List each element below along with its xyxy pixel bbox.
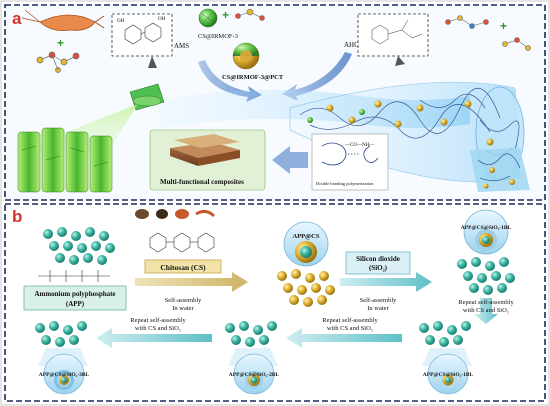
self-assembly-2-line2: In water	[367, 305, 389, 312]
app-cs-bubble-label: APP@CS	[293, 233, 320, 240]
flow-arrow-right	[282, 52, 352, 101]
foam-fragment	[470, 148, 530, 192]
chitosan-structure	[149, 232, 215, 253]
app-particle-cluster	[43, 227, 115, 265]
ams-label: AMS	[174, 42, 189, 50]
teal-cluster-right	[457, 257, 515, 295]
hbond-formula: —CO—NH—	[344, 143, 375, 148]
bubble-2bl	[233, 353, 275, 395]
self-assembly-arrow-2	[340, 272, 432, 292]
to-composite-arrow	[272, 146, 308, 174]
self-assembly-arrow-1	[135, 272, 248, 292]
repeat-right-line1: Repeat self-assembly	[458, 299, 514, 306]
hbond-box	[311, 133, 389, 191]
silicon-label-line2: (SiO₂)	[369, 264, 388, 272]
chitosan-label-box	[144, 259, 222, 274]
app-cs-bubble	[283, 221, 329, 267]
self-assembly-1-line1: Self-assembly	[165, 297, 203, 304]
shrimp-icon	[21, 9, 105, 32]
bubble-3bl	[43, 353, 85, 395]
panel-b: b Ammonium polyphosphate (APP)	[4, 203, 546, 402]
panel-a: a + OH OH AMS	[4, 4, 546, 201]
app-label-line2: (APP)	[66, 300, 85, 308]
teal-cluster-bottom-right	[419, 321, 471, 347]
funnel-particles	[307, 100, 494, 146]
ahc-arrow	[395, 56, 405, 66]
down-arrow-right	[474, 298, 498, 324]
plus-sign-1: +	[57, 36, 64, 50]
bubble-bottom-mid-label: APP@CS@SiO₂-2BL	[229, 372, 280, 378]
silicon-label-box	[345, 251, 411, 275]
phosphorus-molecule-top	[235, 8, 265, 21]
hbond-molecule-sketch	[321, 142, 379, 166]
self-assembly-2-line1: Self-assembly	[360, 297, 398, 304]
repeat-bottom-left-line2: with CS and SiO₂	[135, 325, 181, 332]
repeat-right-line2: with CS and SiO₂	[463, 307, 509, 314]
app-structure	[38, 270, 110, 282]
repeat-bottom-left-line1: Repeat self-assembly	[130, 317, 186, 324]
core-shell-label: CS@IRMOF-3@PCT	[222, 74, 284, 81]
hbond-label: Double bonding polymerization	[316, 181, 374, 186]
app-label-line1: Ammonium polyphosphate	[34, 290, 115, 298]
teal-cluster-bottom-mid	[225, 321, 277, 347]
plus-sign-2: +	[222, 8, 229, 22]
ams-structure-drawing	[124, 22, 162, 45]
molecule-cluster-left	[36, 51, 80, 73]
bubble-bottom-right-label: APP@CS@SiO₂-1BL	[423, 372, 474, 378]
cs-irmof3-particle	[198, 8, 218, 28]
bubble-1bl-top	[463, 209, 509, 255]
panel-a-letter: a	[12, 9, 22, 28]
panel-b-letter: b	[12, 207, 22, 226]
gold-particle-cluster	[277, 269, 335, 307]
ams-structure-box	[111, 13, 173, 57]
ahc-label: AHC	[344, 41, 359, 49]
composite-board-icon	[170, 134, 240, 166]
oh-label-1: OH	[117, 19, 125, 24]
repeat-bottom-mid-line2: with CS and SiO₂	[327, 325, 373, 332]
ahc-structure-box	[357, 13, 429, 57]
core-shell-particle	[232, 42, 260, 70]
repeat-bottom-mid-line1: Repeat self-assembly	[322, 317, 378, 324]
cs-irmof3-label: CS@IRMOF-3	[198, 33, 238, 40]
chitosan-label: Chitosan (CS)	[160, 263, 206, 272]
ams-arrow	[148, 56, 157, 68]
bubble-1bl-bottom	[427, 353, 469, 395]
bubble-bottom-left-label: APP@CS@SiO₂-3BL	[39, 372, 90, 378]
app-label-box	[23, 285, 127, 311]
self-assembly-1-line2: In water	[172, 305, 194, 312]
plus-sign-3: +	[500, 19, 507, 33]
molecule-cluster-right	[445, 15, 531, 51]
ahc-structure-drawing	[371, 19, 423, 45]
silicon-label-line1: Silicon dioxide	[356, 255, 400, 263]
oh-label-2: OH	[158, 17, 166, 22]
teal-cluster-bottom-left	[35, 321, 87, 347]
bubble-top-right-label: APP@CS@SiO₂-1BL	[461, 225, 512, 231]
crustacean-icons	[135, 209, 216, 219]
spray-nozzle	[129, 83, 165, 111]
green-fibers	[17, 127, 113, 193]
left-arrow-bottom-mid	[286, 328, 402, 348]
left-arrow-bottom-left	[96, 328, 212, 348]
composite-label: Multi-functional composites	[160, 178, 244, 186]
